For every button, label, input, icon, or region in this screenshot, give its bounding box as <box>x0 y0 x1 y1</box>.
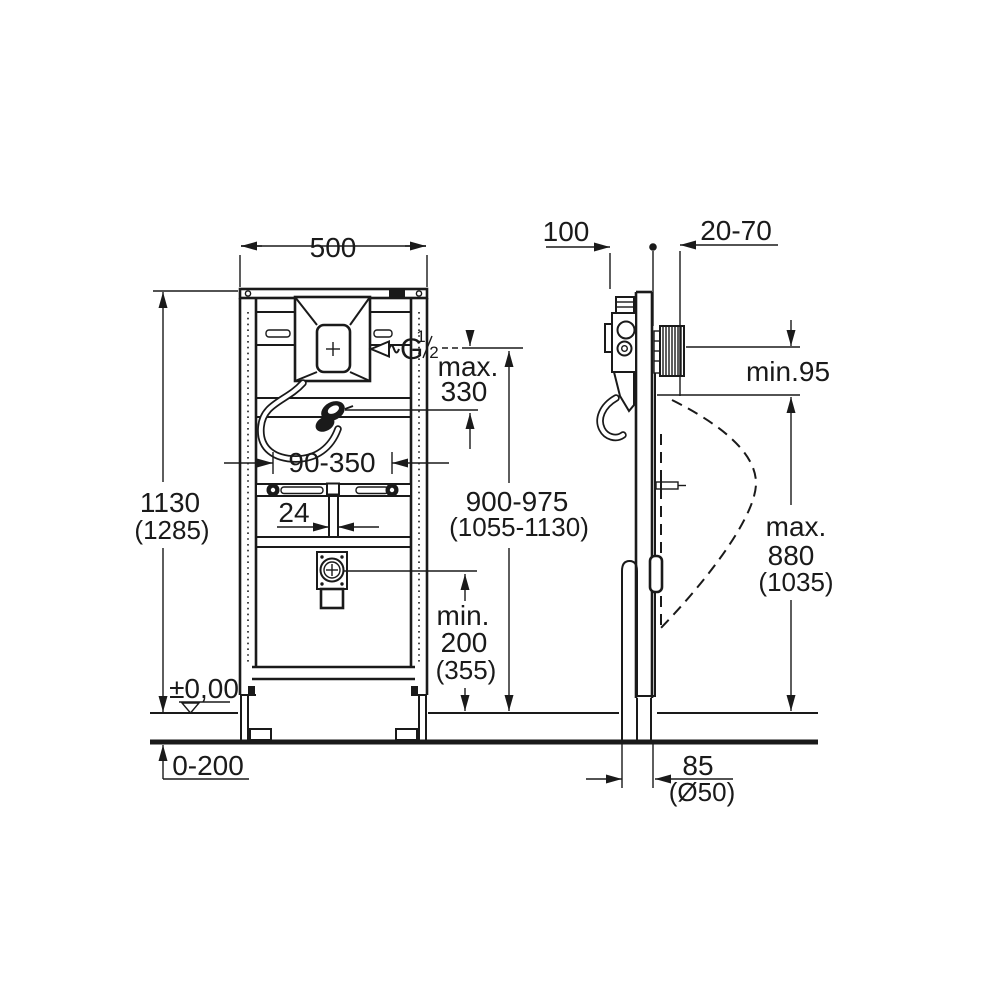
side-dimensions: 100 20-70 min.95 max. 880 (1035) 85 (Ø50… <box>543 215 834 807</box>
drain-flange <box>316 551 477 610</box>
frame-label-clip <box>389 290 405 297</box>
thread-g-label: G <box>400 333 423 366</box>
wall-thickness-label: 20-70 <box>700 215 772 246</box>
mounting-rail <box>255 482 412 497</box>
front-dimensions: 500 1130 (1285) 90-350 24 G 1 2 ma <box>134 232 588 781</box>
fixing-bolt <box>655 477 686 495</box>
thread-den-label: 2 <box>429 343 438 362</box>
rim-max-label-1: max. <box>766 511 827 542</box>
rim-max-label-3: (1035) <box>758 567 833 597</box>
side-frame-column <box>634 290 656 741</box>
drain-diameter-label: (Ø50) <box>669 777 735 807</box>
flush-height-label-1: 900-975 <box>466 486 569 517</box>
rim-max-label-2: 880 <box>768 540 815 571</box>
front-width-label: 500 <box>310 232 357 263</box>
inlet-max-label-2: 330 <box>441 376 488 407</box>
inlet-max-label-1: max. <box>438 351 499 382</box>
frame-feet <box>240 686 427 741</box>
floor-buildup-label: 0-200 <box>172 750 244 781</box>
front-height-alt-label: (1285) <box>134 515 209 545</box>
drain-min-label-2: 200 <box>441 627 488 658</box>
side-drain-fitting <box>648 554 664 594</box>
spigot-min-label: min.95 <box>746 356 830 387</box>
flush-valve-housing <box>293 295 372 383</box>
rail-range-label: 90-350 <box>288 447 375 478</box>
flush-height-label-2: (1055-1130) <box>449 512 589 542</box>
drain-min-label-3: (355) <box>436 655 497 685</box>
floor-level-label: ±0,00 <box>169 673 239 704</box>
thread-num-label: 1 <box>416 327 425 346</box>
urinal-outline <box>659 399 758 630</box>
floor-lines <box>150 712 818 745</box>
front-height-label: 1130 <box>140 487 200 518</box>
front-view <box>238 287 478 741</box>
centerline-dot <box>649 243 657 251</box>
zero-level-datum: ±0,00 <box>169 673 239 715</box>
supply-hose <box>257 379 354 463</box>
side-view <box>596 290 758 742</box>
drain-min-label-1: min. <box>437 600 490 631</box>
frame-outline <box>238 287 429 695</box>
pipe-width-label: 24 <box>278 497 309 528</box>
side-valve-assembly <box>596 296 637 442</box>
depth-label: 100 <box>543 216 590 247</box>
thread-callout: G 1 2 <box>368 327 464 366</box>
drain-offset-label: 85 <box>682 750 713 781</box>
datum-triangle-icon <box>180 702 201 715</box>
